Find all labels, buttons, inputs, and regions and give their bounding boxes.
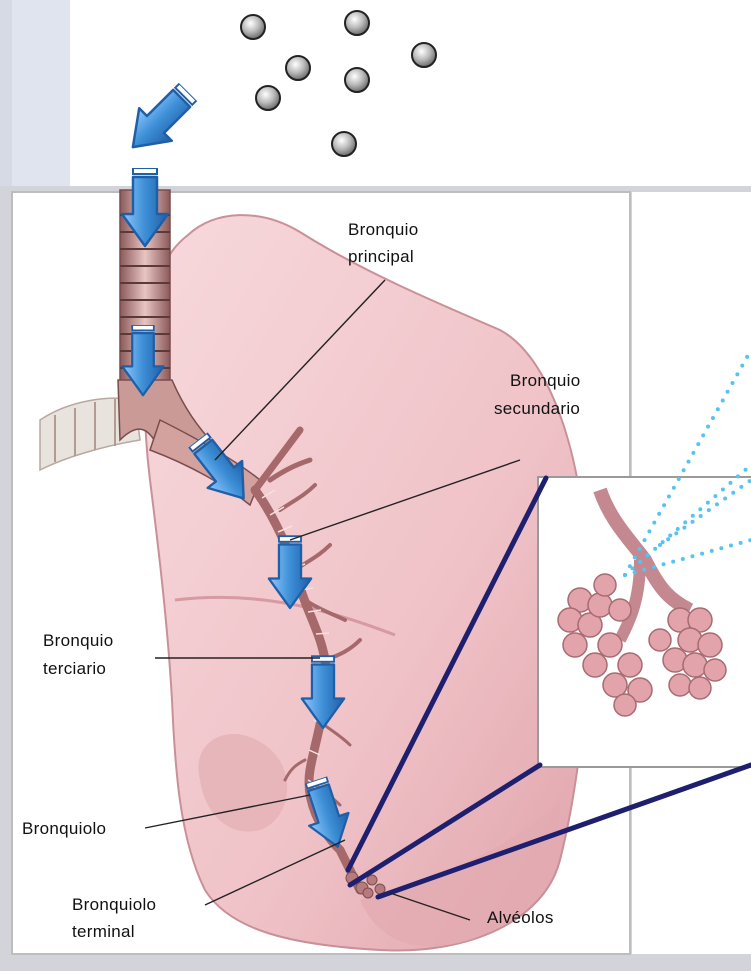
label-alveolos: Alvéolos [487,908,554,927]
particle-icon [241,15,265,39]
label-bronquio-terciario-2: terciario [43,659,106,678]
particle-icon [286,56,310,80]
label-bronquio-principal-2: principal [348,247,414,266]
particle-icon [412,43,436,67]
label-bronquio-principal-1: Bronquio [348,220,418,239]
label-bronquiolo: Bronquiolo [22,819,106,838]
flow-arrow-icon [117,76,205,164]
particles [241,11,436,156]
label-bronquio-terciario-1: Bronquio [43,631,113,650]
label-bronquiolo-terminal-1: Bronquiolo [72,895,156,914]
particle-icon [256,86,280,110]
label-bronquio-secundario-2: secundario [494,399,580,418]
particle-icon [345,11,369,35]
particle-icon [332,132,356,156]
particle-icon [345,68,369,92]
label-bronquiolo-terminal-2: terminal [72,922,135,941]
top-band [12,0,70,186]
label-bronquio-secundario-1: Bronquio [510,371,580,390]
